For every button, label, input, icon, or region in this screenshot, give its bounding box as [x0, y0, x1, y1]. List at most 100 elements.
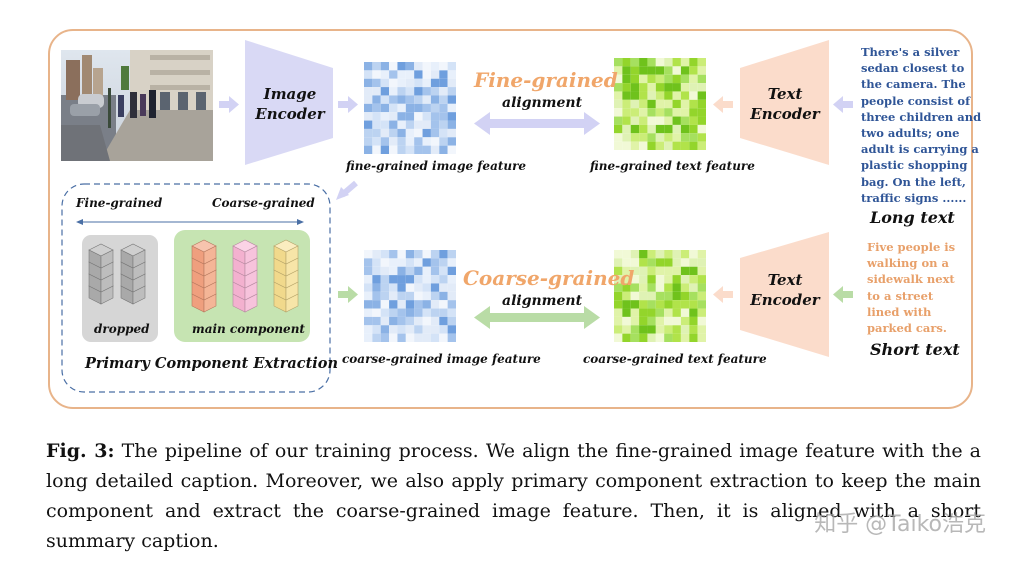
feature-cell [397, 112, 406, 121]
feature-cell [614, 325, 623, 334]
feature-cell [405, 325, 415, 334]
feature-cell [364, 95, 373, 104]
flow-arrow-text-to-encoder-bottom [833, 286, 853, 303]
feature-cell [372, 137, 381, 146]
feature-cell [380, 95, 390, 104]
feature-cell [439, 308, 448, 317]
feature-cell [364, 316, 373, 326]
feature-cell [422, 70, 431, 79]
feature-cell [389, 137, 398, 146]
feature-cell [447, 283, 456, 292]
feature-cell [655, 333, 665, 342]
feature-cell [447, 258, 456, 267]
feature-cell [697, 124, 706, 134]
feature-cell [622, 266, 631, 276]
feature-cell [430, 275, 440, 284]
feature-cell [689, 133, 698, 142]
pce-coarse-label: Coarse-grained [212, 196, 315, 210]
feature-cell [639, 91, 648, 100]
feature-cell [647, 325, 656, 334]
feature-cell [630, 258, 640, 267]
feature-cell [430, 120, 440, 129]
coarse-alignment-label: alignment [502, 293, 583, 309]
feature-cell [422, 128, 431, 138]
feature-cell [364, 300, 373, 309]
feature-cell [689, 124, 698, 134]
feature-cell [364, 325, 373, 334]
feature-cell [364, 283, 373, 292]
feature-cell [639, 333, 648, 342]
feature-cell [389, 275, 398, 284]
feature-cell [439, 128, 448, 138]
feature-cell [405, 258, 415, 267]
feature-cell [672, 275, 681, 284]
feature-cell [364, 78, 373, 88]
feature-cell [430, 291, 440, 301]
feature-cell [405, 333, 415, 342]
feature-cell [422, 266, 431, 276]
feature-cell [372, 250, 381, 259]
feature-cell [397, 128, 406, 138]
feature-cell [639, 250, 648, 259]
feature-cell [689, 74, 698, 84]
feature-cell [422, 291, 431, 301]
feature-cell [380, 250, 390, 259]
feature-cell [655, 124, 665, 134]
feature-cell [397, 333, 406, 342]
feature-cell [447, 62, 456, 71]
feature-cell [689, 308, 698, 317]
feature-cell [414, 137, 423, 146]
feature-cell [697, 66, 706, 75]
feature-cell [380, 266, 390, 276]
feature-cell [622, 316, 631, 326]
feature-cell [689, 283, 698, 292]
feature-cell [680, 258, 690, 267]
feature-cell [630, 58, 640, 67]
feature-cell [697, 58, 706, 67]
feature-cell [680, 300, 690, 309]
feature-cell [639, 116, 648, 125]
fine-grained-title: Fine-grained [474, 68, 618, 92]
feature-cell [655, 83, 665, 92]
feature-cell [655, 308, 665, 317]
feature-cell [630, 300, 640, 309]
feature-cell [372, 316, 381, 326]
feature-cell [447, 128, 456, 138]
feature-cell [630, 91, 640, 100]
feature-cell [639, 258, 648, 267]
feature-cell [697, 74, 706, 84]
feature-cell [430, 137, 440, 146]
feature-cell [630, 316, 640, 326]
feature-cell [655, 133, 665, 142]
feature-cell [430, 103, 440, 113]
feature-cell [622, 66, 631, 75]
feature-cell [439, 78, 448, 88]
feature-cell [639, 300, 648, 309]
feature-cell [447, 275, 456, 284]
feature-cell [389, 70, 398, 79]
feature-cell [672, 66, 681, 75]
feature-cell [439, 103, 448, 113]
feature-cell [664, 91, 673, 100]
feature-cell [647, 308, 656, 317]
feature-cell [697, 300, 706, 309]
feature-cell [647, 74, 656, 84]
feature-cell [655, 91, 665, 100]
feature-cell [414, 325, 423, 334]
feature-cell [647, 66, 656, 75]
feature-cell [422, 137, 431, 146]
feature-cell [430, 95, 440, 104]
feature-cell [397, 120, 406, 129]
feature-cell [422, 250, 431, 259]
feature-cell [647, 58, 656, 67]
feature-cell [389, 291, 398, 301]
feature-cell [439, 291, 448, 301]
feature-cell [430, 62, 440, 71]
feature-cell [405, 300, 415, 309]
caption-text: The pipeline of our training process. We… [46, 440, 981, 552]
feature-cell [422, 78, 431, 88]
feature-cell [414, 70, 423, 79]
feature-cell [397, 78, 406, 88]
feature-cell [405, 120, 415, 129]
text-encoder-bottom-shape [740, 232, 829, 357]
